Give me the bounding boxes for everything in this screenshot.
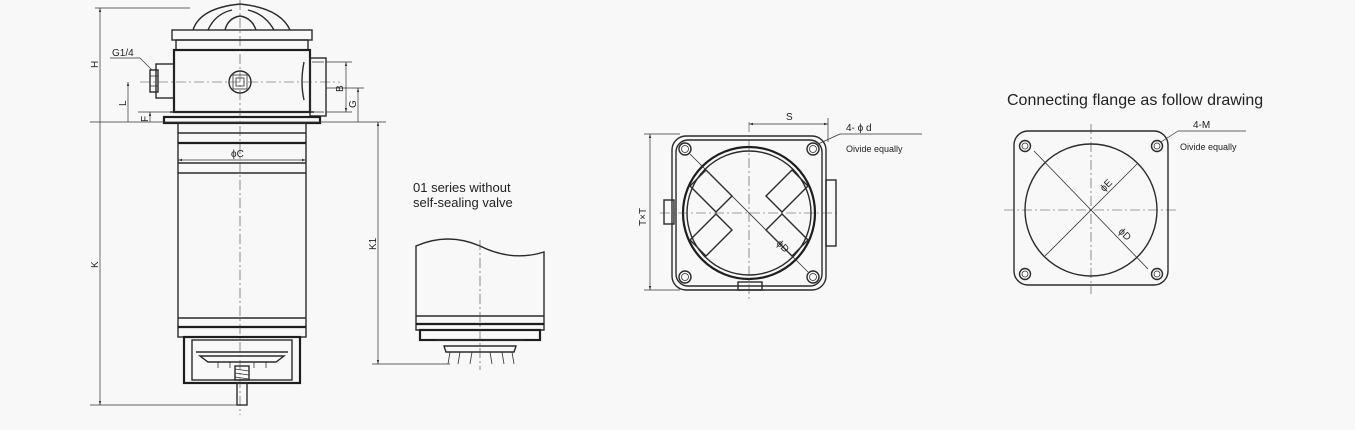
dim-b: B (335, 85, 346, 92)
dim-phi-e: ϕE (1098, 177, 1115, 194)
flange-title: Connecting flange as follow drawing (1007, 92, 1264, 109)
variant-note: 01 series without self-sealing valve (413, 180, 513, 210)
variant-bowl (415, 238, 545, 331)
variant-note-line1: 01 series without (413, 180, 511, 195)
bolt-hole-label: 4- ϕ d (846, 123, 872, 134)
flange-view: 4-M Oivide equally ϕE ϕD (1004, 120, 1246, 294)
dim-k: K (90, 261, 101, 268)
valve-housing (182, 335, 302, 385)
dim-h: H (90, 61, 101, 68)
port-size-label: G1/4 (112, 48, 134, 59)
dim-k1: K1 (368, 237, 379, 250)
flange-divide-label: Oivide equally (1180, 142, 1237, 152)
outlet-port (309, 57, 327, 117)
dim-txt: T×T (638, 208, 649, 226)
thread-label: 4-M (1193, 120, 1210, 131)
dim-l: L (118, 100, 129, 106)
top-divide-label: Oivide equally (846, 144, 903, 154)
dim-f: F (140, 116, 151, 122)
bolt-holes (678, 142, 820, 284)
dim-phi-c: ϕC (231, 149, 244, 160)
dim-s: S (786, 112, 793, 123)
filter-head (172, 48, 312, 114)
valve-stem (236, 382, 248, 406)
top-view: S T×T 4- ϕ d Oivide equally ϕD (638, 112, 922, 300)
dim-phi-d-flange: ϕD (1116, 226, 1133, 243)
port-fitting (155, 63, 175, 99)
side-view: H L F B G K K1 G1/4 ϕC (90, 0, 450, 415)
cap-rim (171, 29, 313, 41)
variant-view (415, 238, 545, 370)
dim-g: G (348, 100, 359, 108)
flange-thread-holes (1018, 139, 1164, 281)
variant-note-line2: self-sealing valve (413, 195, 513, 210)
